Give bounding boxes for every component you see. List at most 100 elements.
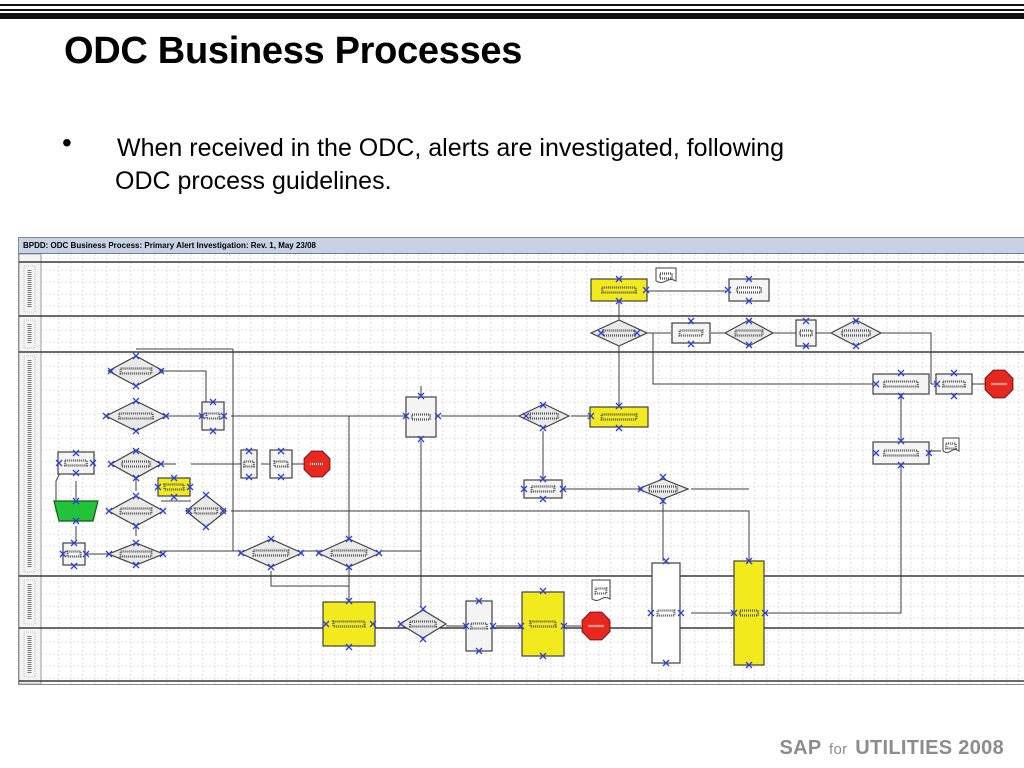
decision-node <box>238 538 304 568</box>
connection-point-marker <box>615 424 623 432</box>
decision-node <box>723 319 775 347</box>
process-box-text <box>883 380 919 388</box>
lane-label <box>23 355 36 573</box>
connection-point-marker <box>597 329 605 337</box>
process-box <box>57 451 95 475</box>
process-box-highlight <box>589 406 649 428</box>
connection-point-marker <box>897 461 905 469</box>
connection-point-marker <box>950 392 958 400</box>
connection-point-marker <box>475 647 483 655</box>
connection-point-marker <box>157 460 165 468</box>
connection-point-marker <box>417 435 425 443</box>
decision-node <box>316 538 382 568</box>
decision-node-text <box>118 412 154 420</box>
process-box <box>523 479 563 499</box>
connection-point-marker <box>647 609 655 617</box>
process-box-text <box>243 460 255 468</box>
decision-node <box>829 319 883 347</box>
connection-point-marker <box>419 635 427 643</box>
connection-point-marker <box>277 473 285 481</box>
connection-point-marker <box>417 392 425 400</box>
connection-point-marker <box>157 367 165 375</box>
decision-node <box>589 319 649 347</box>
connection-point-marker <box>745 275 753 283</box>
process-box <box>935 373 973 395</box>
connection-point-marker <box>245 473 253 481</box>
connection-point-marker <box>369 620 377 628</box>
connection-point-marker <box>322 620 330 628</box>
process-box <box>201 401 225 431</box>
slide-title: ODC Business Processes <box>64 30 523 72</box>
connector-line <box>231 510 750 561</box>
connection-point-marker <box>539 475 547 483</box>
connection-point-marker <box>107 460 115 468</box>
connection-point-marker <box>852 317 860 325</box>
process-box-text <box>735 286 763 294</box>
decision-node-text <box>409 620 437 628</box>
connector-line <box>881 332 932 384</box>
process-box-highlight <box>733 560 765 666</box>
connector-line <box>652 333 876 385</box>
connection-point-marker <box>132 382 140 390</box>
connection-point-marker <box>375 549 383 557</box>
decision-node <box>398 609 448 639</box>
connection-point-marker <box>297 549 305 557</box>
process-box <box>240 449 258 479</box>
connection-point-marker <box>397 620 405 628</box>
decision-node <box>107 355 165 387</box>
connection-point-marker <box>950 369 958 377</box>
connection-point-marker <box>132 522 140 530</box>
connection-point-marker <box>70 539 78 547</box>
start-event <box>53 500 99 522</box>
process-box-highlight <box>521 591 565 657</box>
connection-point-marker <box>202 523 210 531</box>
decision-node <box>107 495 165 527</box>
process-box <box>62 542 86 566</box>
connection-point-marker <box>802 342 810 350</box>
connection-point-marker <box>198 412 206 420</box>
connection-point-marker <box>520 485 528 493</box>
connection-point-marker <box>70 562 78 570</box>
connection-point-marker <box>802 317 810 325</box>
process-box-highlight-text <box>601 286 637 294</box>
connection-point-marker <box>730 609 738 617</box>
connection-point-marker <box>186 483 194 491</box>
connection-point-marker <box>745 557 753 565</box>
connector-line <box>161 370 207 404</box>
connection-point-marker <box>659 497 667 505</box>
process-box <box>728 278 770 302</box>
decision-node-text <box>330 549 368 557</box>
process-diagram: BPDD: ODC Business Process: Primary Aler… <box>18 237 1024 685</box>
connection-point-marker <box>539 401 547 409</box>
connection-point-marker <box>345 597 353 605</box>
connection-point-marker <box>132 447 140 455</box>
decision-node <box>517 403 571 429</box>
process-box <box>405 396 437 438</box>
process-box-text <box>273 460 289 468</box>
connection-point-marker <box>55 459 63 467</box>
decision-node-text <box>252 549 290 557</box>
connection-point-marker <box>517 622 525 630</box>
process-box <box>465 600 493 652</box>
connection-point-marker <box>852 342 860 350</box>
connection-point-marker <box>933 380 941 388</box>
decision-node-text <box>193 507 219 515</box>
connection-point-marker <box>107 367 115 375</box>
connection-point-marker <box>170 474 178 482</box>
connection-point-marker <box>202 491 210 499</box>
connection-point-marker <box>745 341 753 349</box>
connection-point-marker <box>345 643 353 651</box>
connection-point-marker <box>745 317 753 325</box>
connection-point-marker <box>633 329 641 337</box>
process-box <box>651 562 681 664</box>
connection-point-marker <box>659 473 667 481</box>
decision-node <box>185 494 227 528</box>
connection-point-marker <box>560 622 568 630</box>
process-box-text <box>656 609 676 617</box>
sap-for-utilities-logo: SAP for UTILITIES 2008 <box>780 737 1005 760</box>
connection-point-marker <box>462 622 470 630</box>
connection-point-marker <box>132 492 140 500</box>
process-diagram-canvas <box>19 254 1024 684</box>
connection-point-marker <box>245 447 253 455</box>
connection-point-marker <box>162 412 170 420</box>
